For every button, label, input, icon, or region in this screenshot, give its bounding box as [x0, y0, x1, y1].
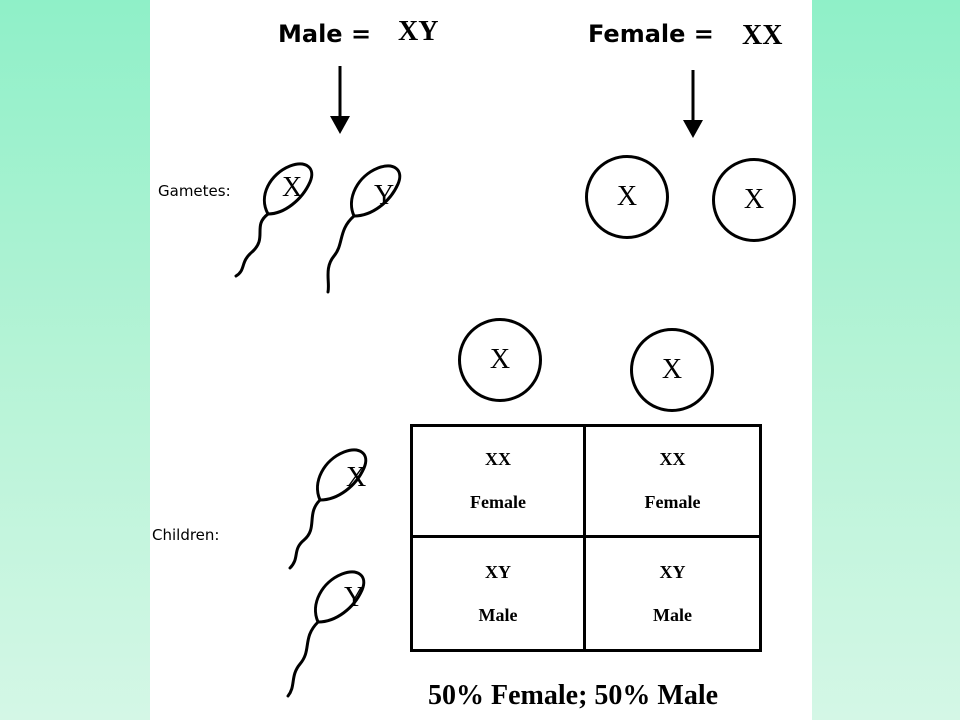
egg-gamete-1: X: [585, 155, 669, 239]
cell-genotype: XY: [659, 561, 686, 582]
cell-sex: Female: [470, 492, 526, 512]
sperm-side-x: X: [346, 462, 367, 493]
cell-sex: Male: [653, 604, 692, 625]
summary-text: 50% Female; 50% Male: [428, 680, 719, 711]
cell-genotype: XY: [485, 561, 511, 582]
male-arrow: [330, 66, 350, 134]
punnett-cell: XY Male: [413, 538, 586, 649]
cell-genotype: XX: [659, 449, 686, 469]
egg-top-1: X: [458, 318, 542, 402]
egg-gamete-2: X: [712, 158, 796, 242]
gamete-male-y: Y: [374, 180, 395, 211]
punnett-square: XX Female XX Female XY Male XY Male: [410, 424, 762, 652]
egg-top-2: X: [630, 328, 714, 412]
sperm-y-gamete: [326, 164, 402, 294]
cell-sex: Female: [644, 492, 701, 512]
female-label: Female =: [588, 20, 714, 48]
children-label: Children:: [152, 526, 220, 544]
sperm-x-child: [288, 448, 368, 570]
cell-sex: Male: [478, 604, 518, 625]
female-genotype: XX: [742, 20, 783, 51]
punnett-cell: XX Female: [586, 427, 759, 538]
sperm-x-gamete: [234, 162, 314, 278]
gamete-male-x: X: [282, 172, 303, 203]
male-genotype: XY: [398, 16, 439, 47]
cell-genotype: XX: [485, 449, 511, 469]
gametes-label: Gametes:: [158, 182, 231, 200]
sperm-y-child: [286, 570, 366, 698]
punnett-cell: XY Male: [586, 538, 759, 649]
sperm-side-y: Y: [344, 582, 365, 613]
male-label: Male =: [278, 20, 372, 48]
punnett-cell: XX Female: [413, 427, 586, 538]
female-arrow: [683, 70, 703, 138]
